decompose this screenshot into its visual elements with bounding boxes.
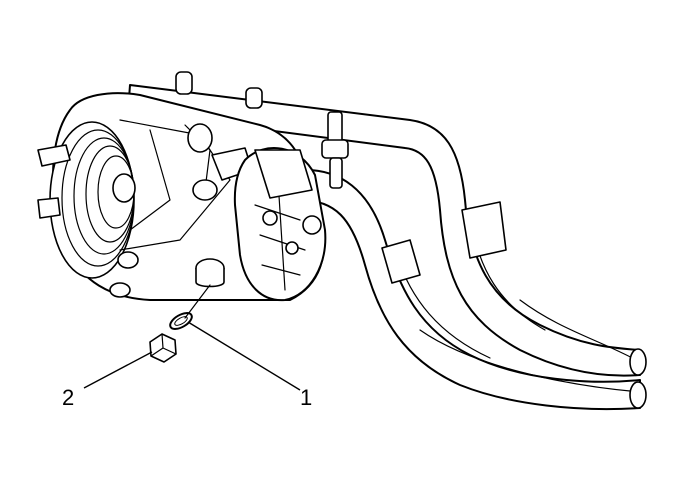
top-fitting-right — [245, 87, 263, 109]
hose-sleeve-upper — [461, 201, 507, 259]
callout-label-2: 2 — [62, 385, 74, 410]
pressure-switch — [321, 111, 349, 189]
clutch-pulley — [49, 121, 136, 279]
seal — [169, 312, 193, 330]
mount-tab — [37, 144, 71, 167]
hose-end-upper — [629, 348, 647, 376]
nut — [149, 333, 177, 363]
rear-head-bolt — [302, 215, 322, 235]
compressor — [37, 71, 349, 319]
manifold-fitting — [254, 149, 313, 199]
hose-end-lower — [629, 381, 647, 409]
mounting-boss — [195, 258, 225, 288]
leader-line-2 — [83, 351, 153, 389]
callout-label-1: 1 — [300, 385, 312, 410]
top-fitting-left — [175, 71, 193, 95]
leader-line-1 — [187, 321, 301, 391]
hose-sleeve-lower — [381, 239, 421, 284]
